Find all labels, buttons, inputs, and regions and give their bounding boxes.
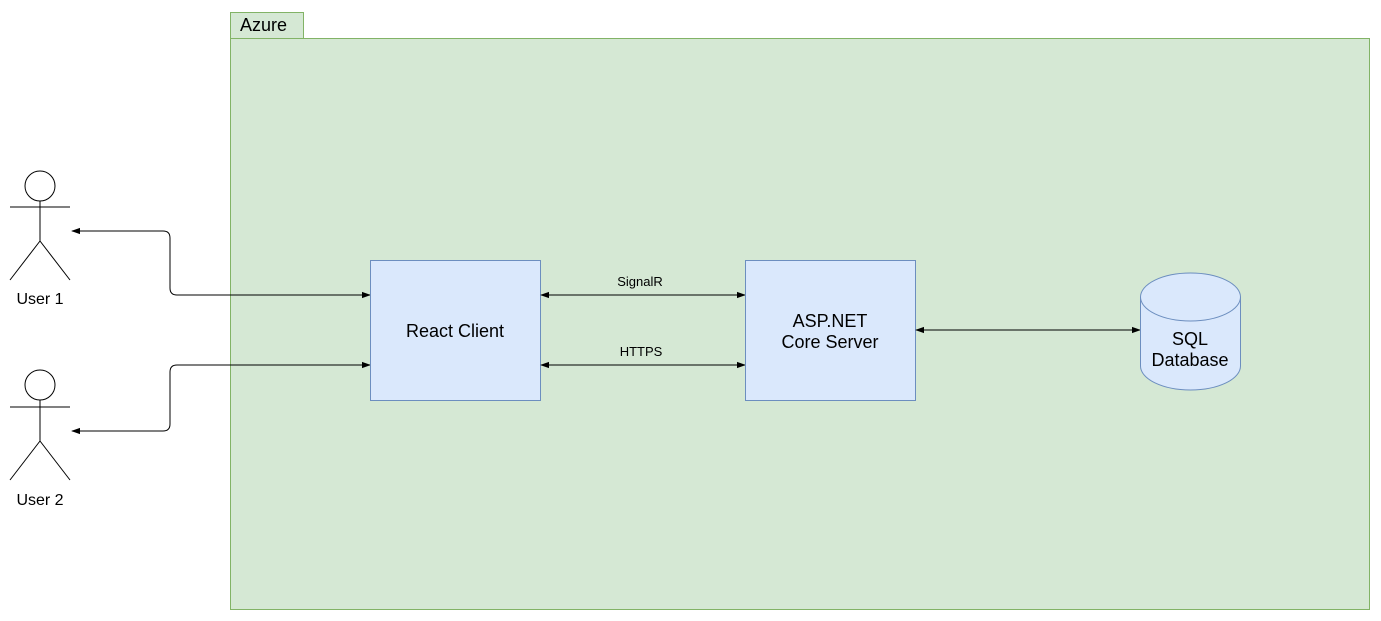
edge-react-to-user-1[interactable] bbox=[71, 227, 371, 299]
actor-user-1[interactable]: User 1 bbox=[9, 170, 71, 308]
edge-signalr[interactable]: SignalR bbox=[540, 274, 746, 299]
database-cylinder-icon bbox=[1140, 272, 1241, 391]
actor-user-2[interactable]: User 2 bbox=[9, 369, 71, 509]
edge-https[interactable]: HTTPS bbox=[540, 344, 746, 369]
node-label-line-1: ASP.NET bbox=[793, 311, 868, 331]
node-asp-net-core-server-box bbox=[745, 260, 916, 401]
actor-label: User 2 bbox=[16, 492, 63, 509]
person-icon bbox=[9, 170, 71, 281]
node-react-client-box bbox=[370, 260, 541, 401]
actor-label: User 1 bbox=[16, 291, 63, 308]
node-label-line-2: Core Server bbox=[781, 332, 878, 352]
node-react-client[interactable]: React Client bbox=[370, 260, 541, 401]
node-label: React Client bbox=[406, 321, 504, 341]
node-sql-database[interactable]: SQL Database bbox=[1140, 272, 1241, 391]
edge-react-to-user-2[interactable] bbox=[71, 361, 371, 435]
azure-container-tab bbox=[230, 12, 304, 39]
node-label-line-2: Database bbox=[1151, 350, 1228, 370]
azure-label: Azure bbox=[240, 15, 287, 35]
node-label-line-1: SQL bbox=[1172, 329, 1208, 349]
person-icon bbox=[9, 369, 71, 481]
node-asp-net-core-server[interactable]: ASP.NET Core Server bbox=[745, 260, 916, 401]
edge-label-https: HTTPS bbox=[620, 344, 663, 359]
edge-label-signalr: SignalR bbox=[617, 274, 663, 289]
